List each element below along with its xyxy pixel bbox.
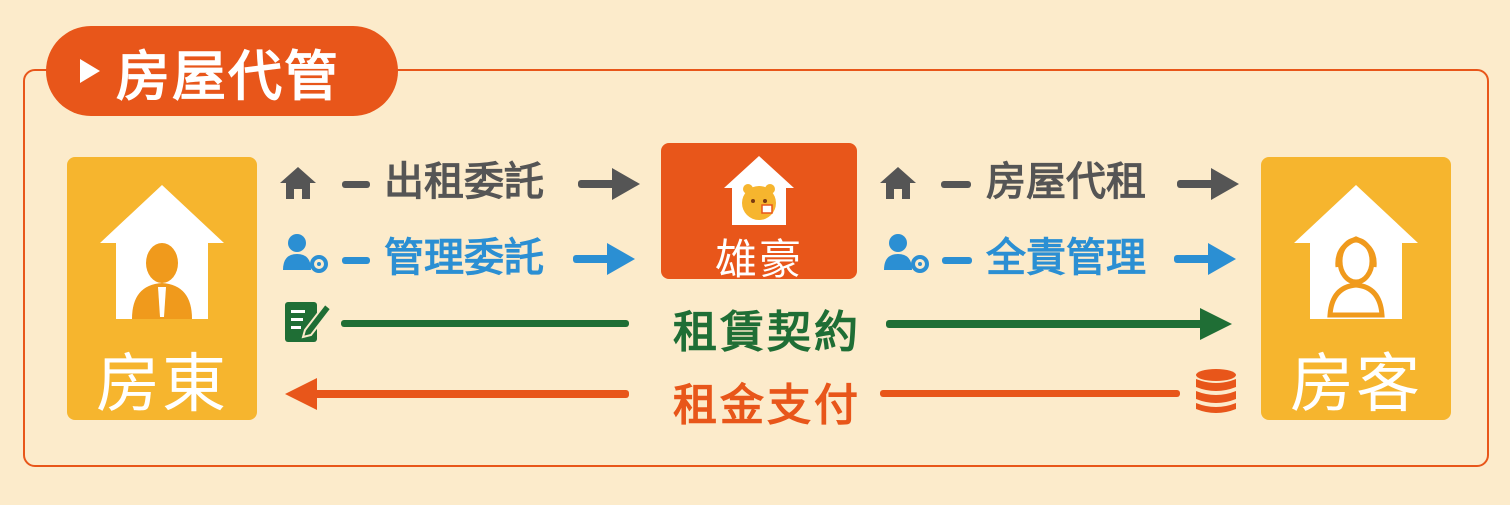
landlord-house-icon (100, 185, 224, 319)
flow-rent-payment: 租金支付 (673, 380, 861, 431)
dash (342, 181, 370, 188)
user-gear-icon (884, 234, 929, 273)
contract-edit-icon (285, 302, 333, 342)
dash (942, 257, 972, 264)
coins-icon (1196, 369, 1236, 413)
title-badge: 房屋代管 (46, 26, 398, 116)
payment-arrow-left (285, 378, 629, 410)
flow-lease-contract: 租賃契約 (673, 307, 861, 358)
agent-label: 雄豪 (714, 235, 803, 284)
flow-house-rent: 房屋代租 (986, 159, 1146, 205)
home-icon (280, 167, 316, 199)
contract-arrow-right (886, 308, 1232, 340)
page-title: 房屋代管 (116, 44, 340, 108)
dash (342, 257, 370, 264)
dash (941, 181, 971, 188)
landlord-label: 房東 (96, 348, 228, 422)
payment-line-right (880, 390, 1180, 397)
arrow-right-icon (578, 168, 640, 200)
contract-line-left (341, 320, 629, 327)
user-gear-icon (283, 234, 328, 273)
tenant-house-icon (1294, 185, 1418, 319)
flow-management-entrust: 管理委託 (384, 235, 544, 281)
home-icon (880, 167, 916, 199)
landlord-box: 房東 (67, 157, 257, 422)
tenant-box: 房客 (1261, 157, 1451, 422)
arrow-right-icon (1177, 168, 1239, 200)
arrow-right-icon (1174, 243, 1236, 275)
agent-house-icon (724, 156, 794, 225)
arrow-right-icon (573, 243, 635, 275)
tenant-label: 房客 (1290, 348, 1422, 422)
diagram-frame (23, 69, 1489, 467)
flow-rental-entrust: 出租委託 (384, 159, 544, 205)
flow-full-management: 全責管理 (986, 235, 1146, 281)
play-icon (80, 59, 100, 83)
agent-box: 雄豪 (661, 143, 857, 284)
